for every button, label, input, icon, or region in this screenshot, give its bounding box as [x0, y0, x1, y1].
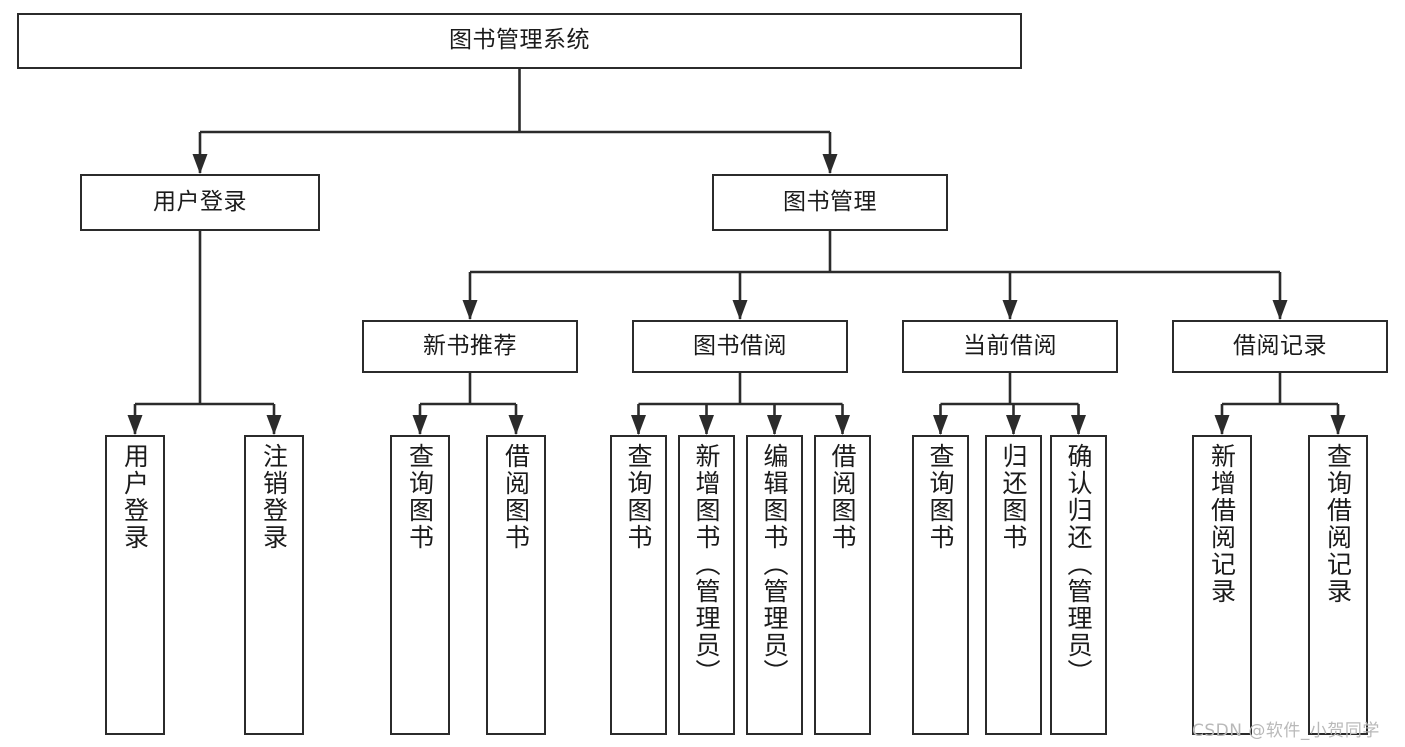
node-label: 新增图书（管理员） — [692, 443, 721, 686]
node-label: 借阅图书 — [828, 443, 857, 551]
node-leaf-query-record: 查询借阅记录 — [1308, 435, 1368, 735]
arrowhead — [699, 415, 714, 435]
arrowhead — [462, 300, 478, 320]
node-label: 当前借阅 — [963, 332, 1057, 359]
arrowhead — [192, 154, 208, 174]
node-book-manage: 图书管理 — [712, 174, 948, 231]
arrowhead — [767, 415, 782, 435]
node-leaf-user-login: 用户登录 — [105, 435, 165, 735]
arrowhead — [1272, 300, 1288, 320]
node-user-login: 用户登录 — [80, 174, 320, 231]
arrowhead — [1006, 415, 1021, 435]
node-current-borrow: 当前借阅 — [902, 320, 1118, 373]
node-label: 借阅记录 — [1233, 332, 1327, 359]
node-root: 图书管理系统 — [17, 13, 1022, 69]
arrowhead — [508, 415, 524, 435]
node-label: 新书推荐 — [423, 332, 517, 359]
node-leaf-return-book: 归还图书 — [985, 435, 1042, 735]
node-leaf-edit-book: 编辑图书（管理员） — [746, 435, 803, 735]
node-label: 注销登录 — [259, 443, 289, 551]
node-label: 新增借阅记录 — [1207, 443, 1237, 605]
arrowhead — [412, 415, 428, 435]
node-label: 借阅图书 — [501, 443, 531, 551]
node-label: 编辑图书（管理员） — [760, 443, 789, 686]
node-label: 查询借阅记录 — [1323, 443, 1353, 605]
node-book-borrow: 图书借阅 — [632, 320, 848, 373]
node-leaf-query-book-cur: 查询图书 — [912, 435, 969, 735]
node-label: 用户登录 — [153, 188, 247, 215]
node-label: 查询图书 — [405, 443, 435, 551]
node-leaf-query-book-rec: 查询图书 — [390, 435, 450, 735]
arrowhead — [1071, 415, 1086, 435]
arrowhead — [127, 415, 143, 435]
node-label: 查询图书 — [624, 443, 653, 551]
arrowhead — [933, 415, 948, 435]
arrowhead — [835, 415, 850, 435]
arrowhead — [1330, 415, 1346, 435]
node-leaf-query-book-borrow: 查询图书 — [610, 435, 667, 735]
node-leaf-add-record: 新增借阅记录 — [1192, 435, 1252, 735]
node-leaf-borrow-book-rec: 借阅图书 — [486, 435, 546, 735]
node-leaf-user-logout: 注销登录 — [244, 435, 304, 735]
node-label: 图书借阅 — [693, 332, 787, 359]
arrowhead — [631, 415, 646, 435]
arrowhead — [1002, 300, 1018, 320]
node-label: 用户登录 — [120, 443, 150, 551]
arrowhead — [732, 300, 748, 320]
node-leaf-confirm-return: 确认归还（管理员） — [1050, 435, 1107, 735]
node-label: 图书管理 — [783, 188, 877, 215]
node-label: 图书管理系统 — [449, 27, 590, 54]
arrowhead — [1214, 415, 1230, 435]
node-label: 确认归还（管理员） — [1064, 443, 1093, 686]
node-label: 查询图书 — [926, 443, 955, 551]
arrowhead — [822, 154, 838, 174]
arrowhead — [266, 415, 282, 435]
node-leaf-add-book: 新增图书（管理员） — [678, 435, 735, 735]
watermark-text: CSDN @软件_小贺同学 — [1192, 721, 1380, 741]
node-borrow-record: 借阅记录 — [1172, 320, 1388, 373]
node-new-book-rec: 新书推荐 — [362, 320, 578, 373]
node-label: 归还图书 — [999, 443, 1028, 551]
node-leaf-borrow-book: 借阅图书 — [814, 435, 871, 735]
